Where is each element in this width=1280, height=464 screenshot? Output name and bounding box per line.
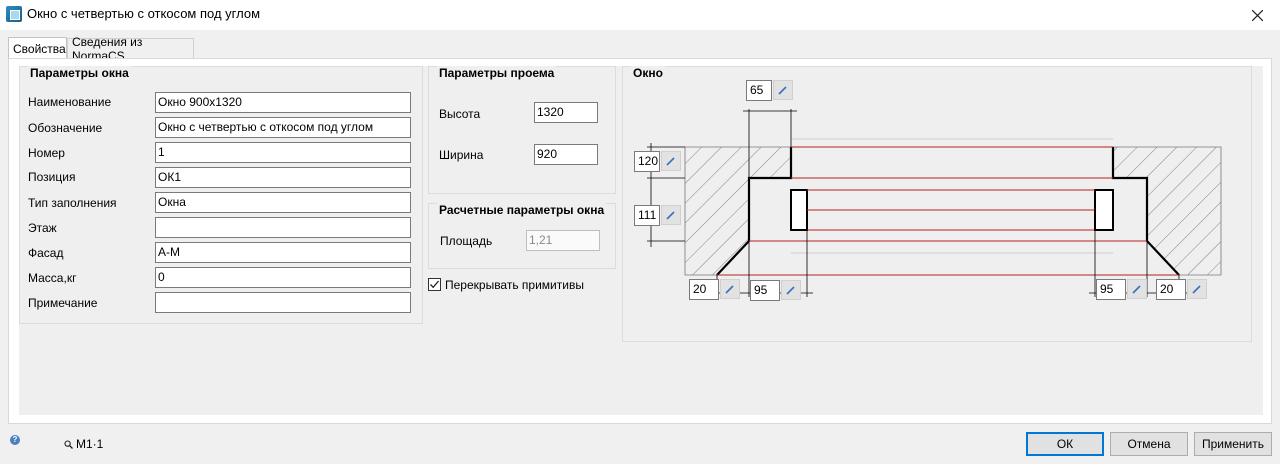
number-label: Номер xyxy=(28,146,65,160)
mass-field[interactable]: 0 xyxy=(155,267,411,288)
dim-left-upper[interactable]: 120 xyxy=(634,151,660,172)
dim-bottom-right-a[interactable]: 95 xyxy=(1096,279,1126,300)
pencil-icon xyxy=(778,86,787,95)
floor-field[interactable] xyxy=(155,217,411,238)
checkmark-icon xyxy=(430,280,439,289)
glass-lines xyxy=(717,146,1179,276)
window-title: Окно с четвертью с откосом под углом xyxy=(27,6,261,21)
pencil-icon xyxy=(786,286,795,295)
fill-type-field[interactable]: Окна xyxy=(155,192,411,213)
area-field: 1,21 xyxy=(526,230,600,251)
width-field[interactable]: 920 xyxy=(534,144,598,165)
dim-edit-button[interactable] xyxy=(1127,279,1147,299)
designation-field[interactable]: Окно с четвертью с откосом под углом xyxy=(155,117,411,138)
position-field[interactable]: ОК1 xyxy=(155,167,411,188)
area-label: Площадь xyxy=(440,234,493,248)
floor-label: Этаж xyxy=(28,221,57,235)
group-title: Окно xyxy=(631,66,665,80)
close-button[interactable] xyxy=(1234,0,1280,30)
dim-edit-button[interactable] xyxy=(773,80,793,100)
right-wall xyxy=(1112,146,1222,276)
pencil-icon xyxy=(666,157,675,166)
tab-label: Свойства xyxy=(13,41,66,56)
dim-edit-button[interactable] xyxy=(720,279,740,299)
width-label: Ширина xyxy=(439,148,484,162)
name-label: Наименование xyxy=(28,95,112,109)
designation-label: Обозначение xyxy=(28,121,103,135)
dim-bottom-left-b[interactable]: 95 xyxy=(750,280,780,301)
left-frame xyxy=(790,189,808,231)
number-field[interactable]: 1 xyxy=(155,142,411,163)
dim-top-depth[interactable]: 65 xyxy=(746,80,772,101)
opening-params-group: Параметры проема Высота 1320 Ширина 920 xyxy=(428,66,616,194)
window-section-drawing xyxy=(647,109,1222,297)
facade-label: Фасад xyxy=(28,246,64,260)
height-label: Высота xyxy=(439,107,481,121)
calc-params-group: Расчетные параметры окна Площадь 1,21 xyxy=(428,203,616,269)
pencil-icon xyxy=(1132,285,1141,294)
tab-panel: Параметры окна Наименование Окно 900х132… xyxy=(8,58,1272,424)
group-title: Параметры проема xyxy=(437,66,557,80)
facade-field[interactable]: А-М xyxy=(155,242,411,263)
app-icon xyxy=(6,6,22,22)
tab-properties[interactable]: Свойства xyxy=(8,37,67,59)
pencil-icon xyxy=(1192,285,1201,294)
title-bar: Окно с четвертью с откосом под углом xyxy=(0,0,1280,30)
position-label: Позиция xyxy=(28,170,76,184)
right-frame xyxy=(1094,189,1114,231)
group-title: Расчетные параметры окна xyxy=(437,203,607,217)
left-wall xyxy=(684,146,792,276)
cancel-button[interactable]: Отмена xyxy=(1110,432,1188,456)
pencil-icon xyxy=(666,211,675,220)
override-primitives-checkbox[interactable] xyxy=(428,278,441,291)
ok-button[interactable]: ОК xyxy=(1026,432,1104,456)
fill-type-label: Тип заполнения xyxy=(28,196,117,210)
note-label: Примечание xyxy=(28,296,98,310)
properties-panel: Параметры окна Наименование Окно 900х132… xyxy=(19,66,1263,415)
dim-bottom-right-b[interactable]: 20 xyxy=(1156,279,1186,300)
scale-indicator[interactable]: M1·1 xyxy=(64,437,103,451)
help-icon[interactable]: ? xyxy=(10,435,20,445)
magnifier-icon xyxy=(64,439,73,449)
pencil-icon xyxy=(725,285,734,294)
height-field[interactable]: 1320 xyxy=(534,102,598,123)
right-quarter-outline xyxy=(1111,147,1180,276)
dim-edit-button[interactable] xyxy=(1187,279,1207,299)
scale-label: M1·1 xyxy=(76,437,104,451)
drawing-group: Окно xyxy=(622,66,1252,342)
dim-edit-button[interactable] xyxy=(661,205,681,225)
dim-edit-button[interactable] xyxy=(661,151,681,171)
dim-edit-button[interactable] xyxy=(781,280,801,300)
mass-label: Масса,кг xyxy=(28,271,77,285)
apply-button[interactable]: Применить xyxy=(1194,432,1272,456)
note-field[interactable] xyxy=(155,292,411,313)
tab-normacs[interactable]: Сведения из NormaCS xyxy=(67,35,194,63)
override-primitives-label: Перекрывать примитивы xyxy=(445,278,584,292)
close-icon xyxy=(1251,9,1263,21)
window-params-group: Параметры окна Наименование Окно 900х132… xyxy=(19,66,423,324)
dim-bottom-left-a[interactable]: 20 xyxy=(689,279,719,300)
dim-left-lower[interactable]: 111 xyxy=(634,205,660,226)
name-field[interactable]: Окно 900х1320 xyxy=(155,92,411,113)
group-title: Параметры окна xyxy=(28,66,131,80)
